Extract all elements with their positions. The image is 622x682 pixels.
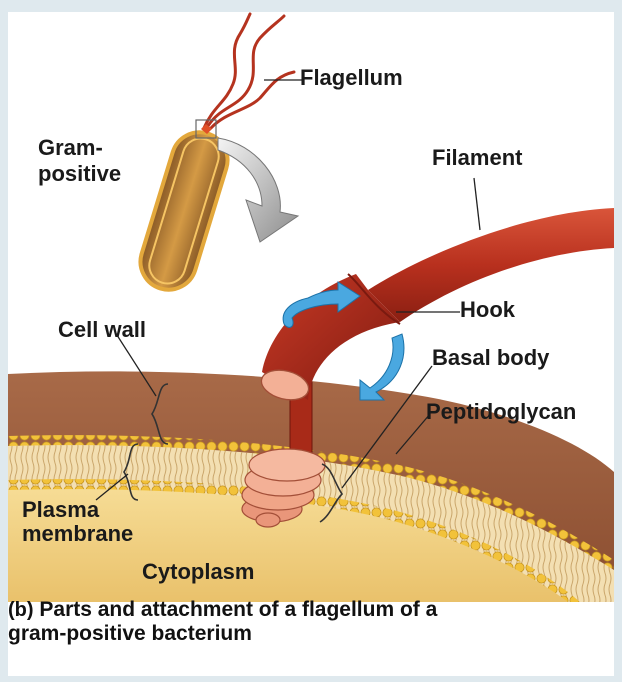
flagellum-diagram xyxy=(8,12,614,602)
basal-body-label: Basal body xyxy=(432,345,550,370)
gram-positive-label-line2: positive xyxy=(38,161,122,186)
hook-label: Hook xyxy=(460,297,515,322)
basal-body xyxy=(241,381,326,528)
basal-body-bracket xyxy=(319,463,344,523)
figure-card: Flagellum Gram- positive Filament Hook C… xyxy=(8,12,614,676)
leader-lines xyxy=(95,79,481,501)
hook-base-ring xyxy=(260,369,310,401)
rotation-arrow-icon xyxy=(282,281,405,401)
flagellum-strands xyxy=(202,12,296,130)
cell-wall-label: Cell wall xyxy=(58,317,147,342)
filament-label: Filament xyxy=(432,145,523,170)
plasma-membrane-label-line1: Plasma xyxy=(22,497,100,522)
flagellum-label: Flagellum xyxy=(300,65,403,90)
gram-positive-label-line1: Gram- xyxy=(38,135,103,160)
peptidoglycan-label: Peptidoglycan xyxy=(426,399,577,424)
cytoplasm-label: Cytoplasm xyxy=(142,559,255,584)
zoom-box-detail xyxy=(201,124,212,134)
filament xyxy=(368,208,614,322)
cell-envelope xyxy=(8,371,614,602)
caption-line2: gram-positive bacterium xyxy=(8,622,252,645)
figure-caption: (b) Parts and attachment of a flagellum … xyxy=(8,598,608,646)
zoom-box xyxy=(195,119,217,139)
caption-tag: (b) xyxy=(8,599,34,621)
hook xyxy=(262,274,400,400)
cytoplasm-region xyxy=(8,489,568,602)
plasma-membrane-bracket xyxy=(123,443,139,501)
bacterium-cell xyxy=(138,130,230,292)
cell-wall-bracket xyxy=(151,383,169,445)
zoom-arrow-icon xyxy=(217,137,300,243)
plasma-membrane-label-line2: membrane xyxy=(22,521,134,546)
caption-line1: Parts and attachment of a flagellum of a xyxy=(39,598,438,621)
